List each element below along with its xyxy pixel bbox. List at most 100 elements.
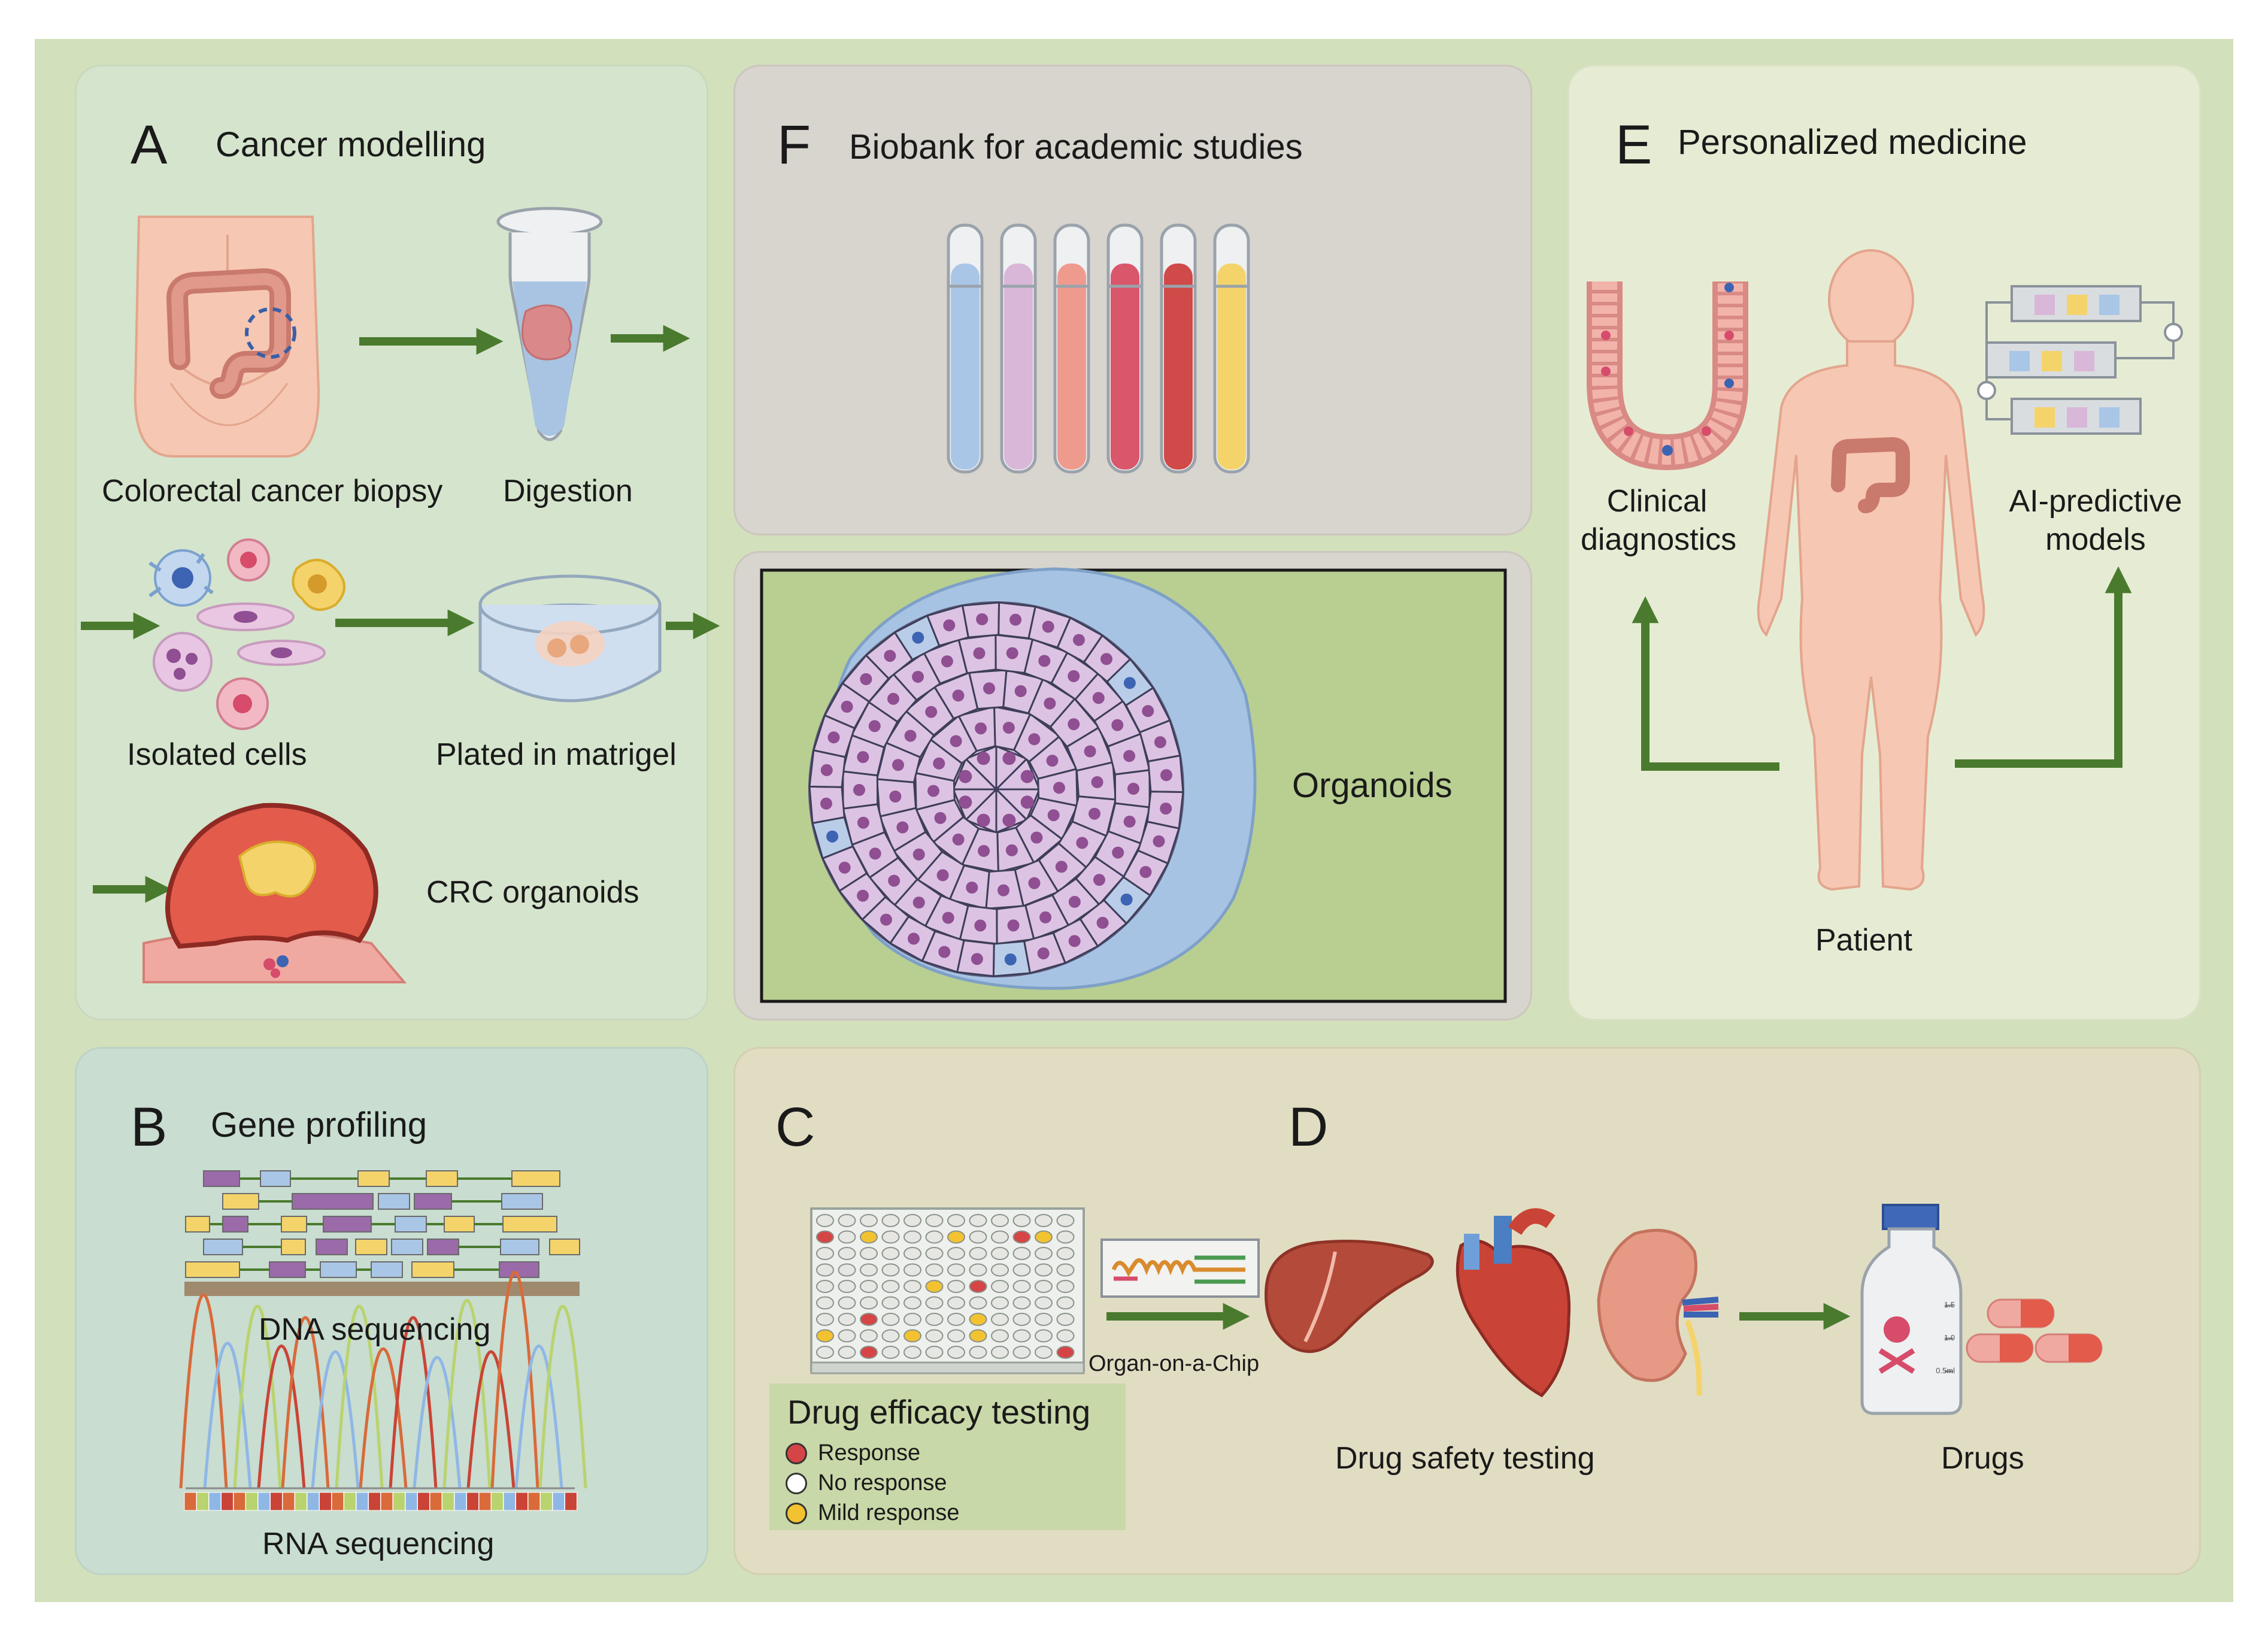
dna-block xyxy=(444,1216,475,1233)
organoid-nucleus xyxy=(884,650,896,662)
well xyxy=(991,1280,1009,1293)
rna-base xyxy=(221,1492,234,1511)
ai-models-label: AI-predictive models xyxy=(2009,484,2182,557)
well xyxy=(1056,1313,1075,1326)
organoid-nucleus xyxy=(860,673,872,685)
well xyxy=(925,1263,944,1277)
organoid-nucleus xyxy=(1009,613,1022,626)
tube-liquid-1 xyxy=(951,264,980,470)
dna-block xyxy=(378,1193,410,1210)
well xyxy=(816,1280,834,1293)
organoid-nucleus xyxy=(827,731,840,744)
organoid-nucleus xyxy=(1068,718,1080,731)
dna-sequence-blocks xyxy=(185,1170,580,1278)
organoid-nucleus xyxy=(977,813,990,827)
step-label-biopsy: Colorectal cancer biopsy xyxy=(102,474,443,508)
well xyxy=(925,1346,944,1359)
rna-base xyxy=(540,1492,553,1511)
rna-base xyxy=(257,1492,271,1511)
organoids-label: Organoids xyxy=(1292,766,1453,805)
organoid-nucleus xyxy=(869,847,881,860)
organoid-nucleus xyxy=(933,757,945,770)
legend-item-mild-response: Mild response xyxy=(786,1500,960,1526)
efficacy-legend-box xyxy=(769,1383,1126,1530)
well xyxy=(969,1313,987,1326)
dna-block xyxy=(395,1216,427,1233)
panel-c-letter: C xyxy=(775,1097,815,1158)
isolated-cells-illustration xyxy=(148,538,345,730)
well xyxy=(969,1230,987,1244)
organoid-nucleus xyxy=(1084,745,1096,758)
well xyxy=(838,1329,856,1343)
well xyxy=(991,1214,1009,1227)
rna-base xyxy=(368,1492,381,1511)
well xyxy=(925,1296,944,1310)
dna-block xyxy=(355,1239,387,1255)
rna-peak xyxy=(179,1293,228,1489)
well xyxy=(1035,1247,1053,1260)
organoid-nucleus xyxy=(853,784,865,796)
dna-block xyxy=(357,1170,390,1187)
clinical-diagnostics-label: Clinical diagnostics xyxy=(1581,484,1737,557)
organoid-nucleus xyxy=(1092,692,1105,704)
rna-base xyxy=(454,1492,467,1511)
dna-block xyxy=(222,1216,248,1233)
well xyxy=(838,1214,856,1227)
legend-item-response: Response xyxy=(786,1440,920,1466)
well xyxy=(903,1263,921,1277)
well xyxy=(1035,1263,1053,1277)
panel-b-letter: B xyxy=(131,1097,168,1158)
dna-block xyxy=(549,1239,580,1255)
arrow-patient-to-diagnostics xyxy=(1632,596,1779,771)
organoid-nucleus xyxy=(904,729,917,742)
well xyxy=(1035,1313,1053,1326)
organoid-nucleus xyxy=(934,812,947,824)
well xyxy=(1012,1313,1031,1326)
well xyxy=(860,1247,878,1260)
well xyxy=(903,1296,921,1310)
well xyxy=(991,1296,1009,1310)
well xyxy=(838,1280,856,1293)
rna-base xyxy=(208,1492,222,1511)
dna-baseline xyxy=(184,1282,580,1296)
well xyxy=(1056,1247,1075,1260)
organoid-nucleus xyxy=(974,919,987,932)
organ-on-a-chip-icon xyxy=(1100,1239,1260,1298)
organoid-nucleus xyxy=(868,720,881,732)
well xyxy=(860,1296,878,1310)
dna-block xyxy=(292,1193,374,1210)
arrow-patient-to-ai xyxy=(1955,566,2132,768)
organoid-nucleus xyxy=(857,751,869,764)
dna-block xyxy=(371,1261,403,1278)
rna-peak xyxy=(359,1347,408,1489)
organoid-nucleus xyxy=(925,705,938,718)
biobank-tubes xyxy=(947,223,1250,474)
organoid-nucleus xyxy=(857,816,869,829)
rna-base xyxy=(503,1492,516,1511)
step-label-isolated-cells: Isolated cells xyxy=(127,737,307,772)
digestion-tube-icon xyxy=(496,207,603,441)
well xyxy=(903,1247,921,1260)
organoid-nucleus xyxy=(1142,705,1154,717)
organoid-nucleus xyxy=(950,735,962,747)
rna-base-bar xyxy=(184,1492,577,1511)
well xyxy=(816,1214,834,1227)
organoid-nucleus xyxy=(887,692,899,705)
organoid-nucleus xyxy=(971,953,983,965)
organoid-nucleus xyxy=(1039,911,1052,923)
dna-block xyxy=(502,1216,557,1233)
dna-block xyxy=(500,1239,539,1255)
rna-peak xyxy=(538,1304,587,1489)
rna-peak xyxy=(311,1350,360,1489)
legend-item-no-response: No response xyxy=(786,1470,947,1496)
well xyxy=(1056,1296,1075,1310)
organoid-nucleus xyxy=(1123,750,1136,762)
organoid-nucleus xyxy=(1030,831,1043,844)
well xyxy=(881,1230,900,1244)
legend-label-response: Response xyxy=(818,1440,921,1465)
human-body-illustration xyxy=(1757,249,1985,891)
well xyxy=(1035,1329,1053,1343)
organoid-nucleus xyxy=(1055,861,1068,873)
dna-block xyxy=(501,1193,543,1210)
rna-base xyxy=(491,1492,504,1511)
